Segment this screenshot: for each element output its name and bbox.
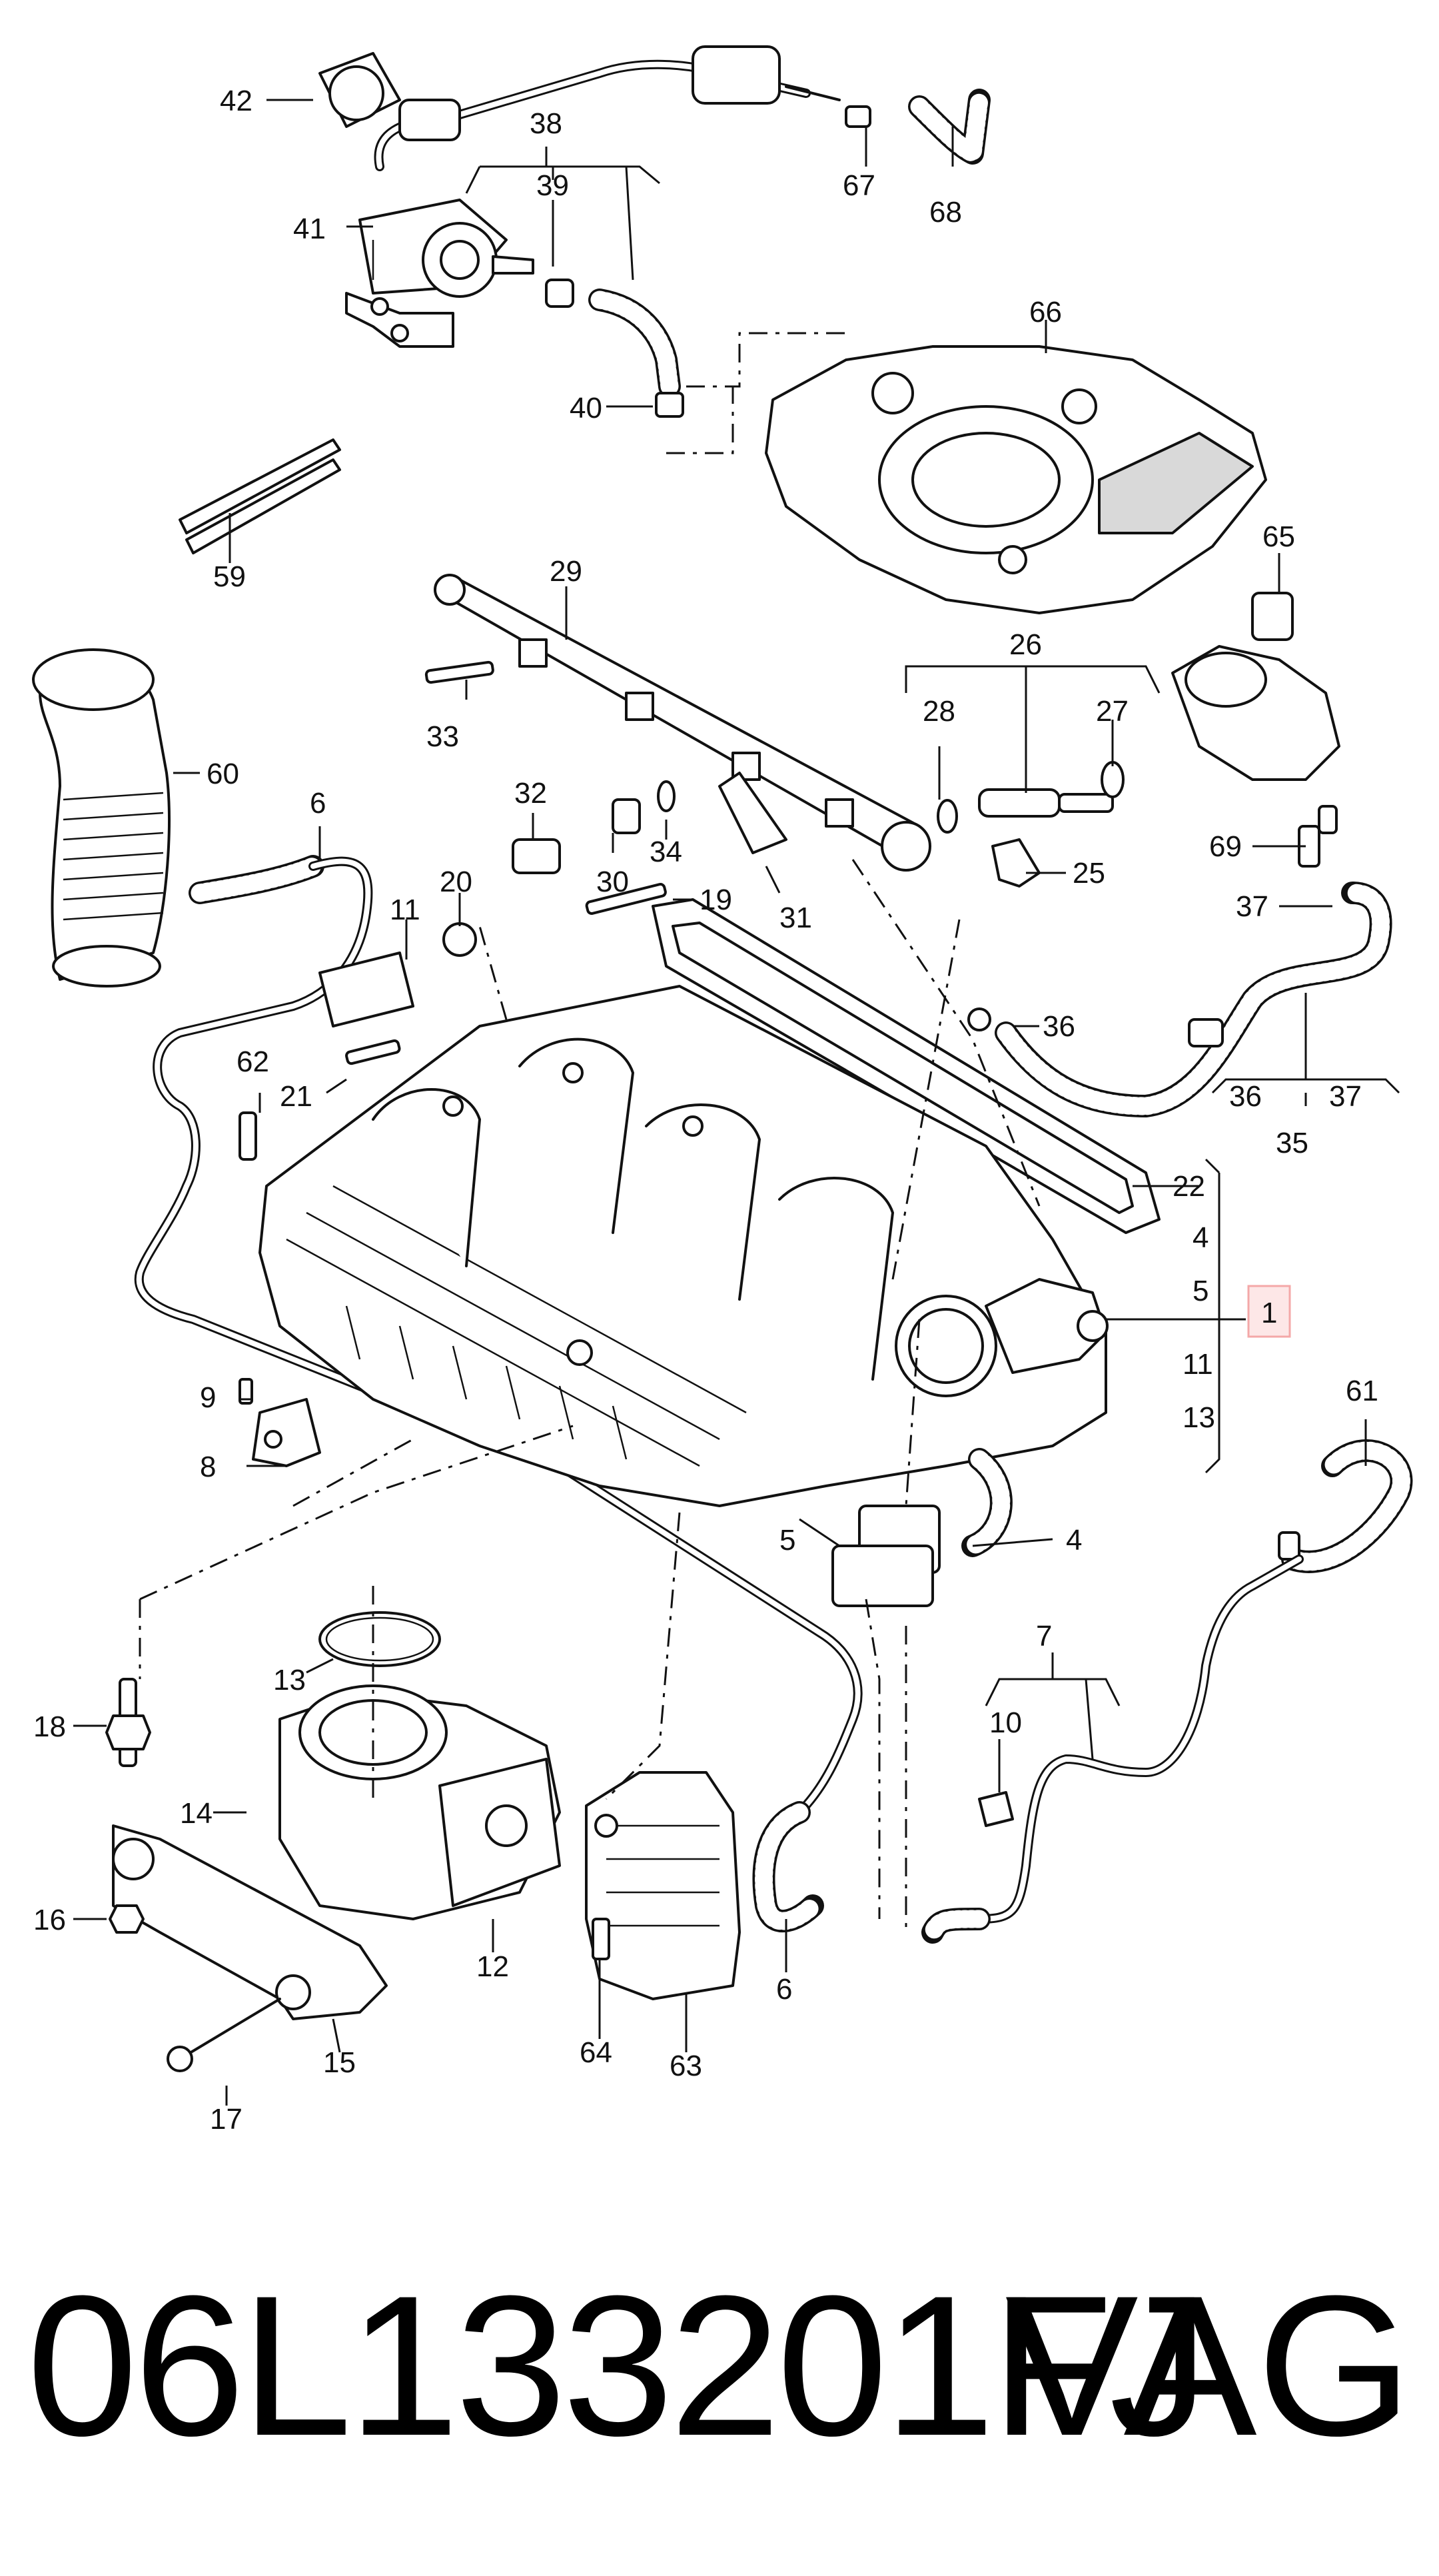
callout-31: 31 (779, 902, 812, 934)
callout-11a: 11 (390, 894, 420, 926)
callout-37a: 37 (1236, 890, 1268, 923)
callout-36b: 36 (1229, 1080, 1262, 1113)
callout-30: 30 (596, 866, 629, 898)
callout-39: 39 (536, 169, 569, 202)
callout-4b: 4 (1066, 1524, 1082, 1557)
callout-13a: 13 (1183, 1401, 1215, 1434)
callout-17: 17 (210, 2103, 242, 2136)
callout-65: 65 (1262, 520, 1295, 553)
callout-66: 66 (1029, 296, 1062, 328)
part-66-engine-cover (765, 345, 1267, 614)
callout-26: 26 (1009, 628, 1042, 661)
callout-1: 1 (1261, 1297, 1277, 1329)
callout-13b: 13 (273, 1664, 306, 1696)
part-29-fuel-rail (434, 574, 931, 872)
callout-18: 18 (33, 1710, 66, 1743)
callout-9: 9 (200, 1381, 216, 1414)
callout-59: 59 (213, 560, 246, 593)
part-13-o-ring (318, 1611, 441, 1667)
dash-dot-connectors (139, 332, 1041, 1932)
brand-label: VAG (1005, 2254, 1412, 2477)
callout-25: 25 (1073, 857, 1105, 890)
callout-37b: 37 (1329, 1080, 1362, 1113)
callout-16: 16 (33, 1904, 66, 1936)
part-number-label: 06L133201FJ (27, 2254, 1209, 2477)
part-5-solenoid-valve (831, 1448, 1013, 1607)
callout-40: 40 (570, 392, 602, 424)
callout-35: 35 (1276, 1127, 1308, 1159)
callout-4a: 4 (1193, 1221, 1208, 1254)
callout-22: 22 (1173, 1170, 1205, 1203)
callout-5b: 5 (779, 1524, 795, 1557)
callout-64: 64 (580, 2036, 612, 2069)
callout-32: 32 (514, 777, 547, 810)
callout-7: 7 (1036, 1620, 1052, 1652)
callout-20: 20 (440, 866, 472, 898)
callout-21: 21 (280, 1080, 312, 1113)
callout-69: 69 (1209, 830, 1242, 863)
callout-28: 28 (923, 695, 955, 728)
callout-19: 19 (700, 884, 732, 916)
part-59-cable-tie (179, 438, 341, 563)
callout-68: 68 (929, 196, 962, 229)
callout-12: 12 (476, 1950, 509, 1983)
part-12-throttle-body (278, 1684, 561, 1920)
callout-34: 34 (650, 836, 682, 868)
callout-6b: 6 (776, 1973, 792, 2006)
callout-15: 15 (323, 2046, 356, 2079)
callout-38: 38 (530, 107, 562, 140)
part-1-intake-manifold (258, 985, 1109, 1507)
callout-6a: 6 (310, 787, 326, 820)
callout-labels: 42 38 39 41 40 67 68 66 59 29 65 33 26 2… (33, 85, 1378, 2136)
part-7-vent-line (921, 1555, 1304, 1944)
callout-60: 60 (207, 758, 239, 790)
callout-1-highlight (1247, 1285, 1291, 1338)
callout-36a: 36 (1043, 1010, 1075, 1043)
part-60-intake-hose (32, 648, 171, 987)
small-parts (239, 660, 1320, 1161)
callout-11b: 11 (1183, 1348, 1213, 1381)
part-6-vent-hose-left (134, 855, 863, 1932)
callout-33: 33 (426, 720, 459, 753)
callout-14: 14 (180, 1797, 213, 1830)
callout-62: 62 (237, 1045, 269, 1078)
callout-61: 61 (1346, 1375, 1378, 1407)
callout-8: 8 (200, 1451, 216, 1483)
callout-10: 10 (989, 1706, 1022, 1739)
part-26-injector (937, 761, 1125, 888)
callout-41: 41 (293, 213, 326, 245)
purge-line-assembly (318, 45, 991, 418)
callout-5a: 5 (1193, 1275, 1208, 1307)
part-61-hose (1278, 1439, 1413, 1573)
callout-29: 29 (550, 555, 582, 588)
part-22-gasket (652, 898, 1161, 1234)
leader-lines (73, 99, 1400, 2106)
callout-27: 27 (1096, 695, 1129, 728)
callout-42: 42 (220, 85, 252, 117)
part-35-fuel-hose (967, 805, 1392, 1117)
callout-67: 67 (843, 169, 875, 202)
part-8-sensor (239, 1378, 321, 1467)
part-63-cover (585, 1771, 741, 2000)
part-65-fuel-pump (1171, 592, 1340, 781)
callout-63: 63 (670, 2050, 702, 2082)
part-15-bracket (105, 1678, 388, 2072)
